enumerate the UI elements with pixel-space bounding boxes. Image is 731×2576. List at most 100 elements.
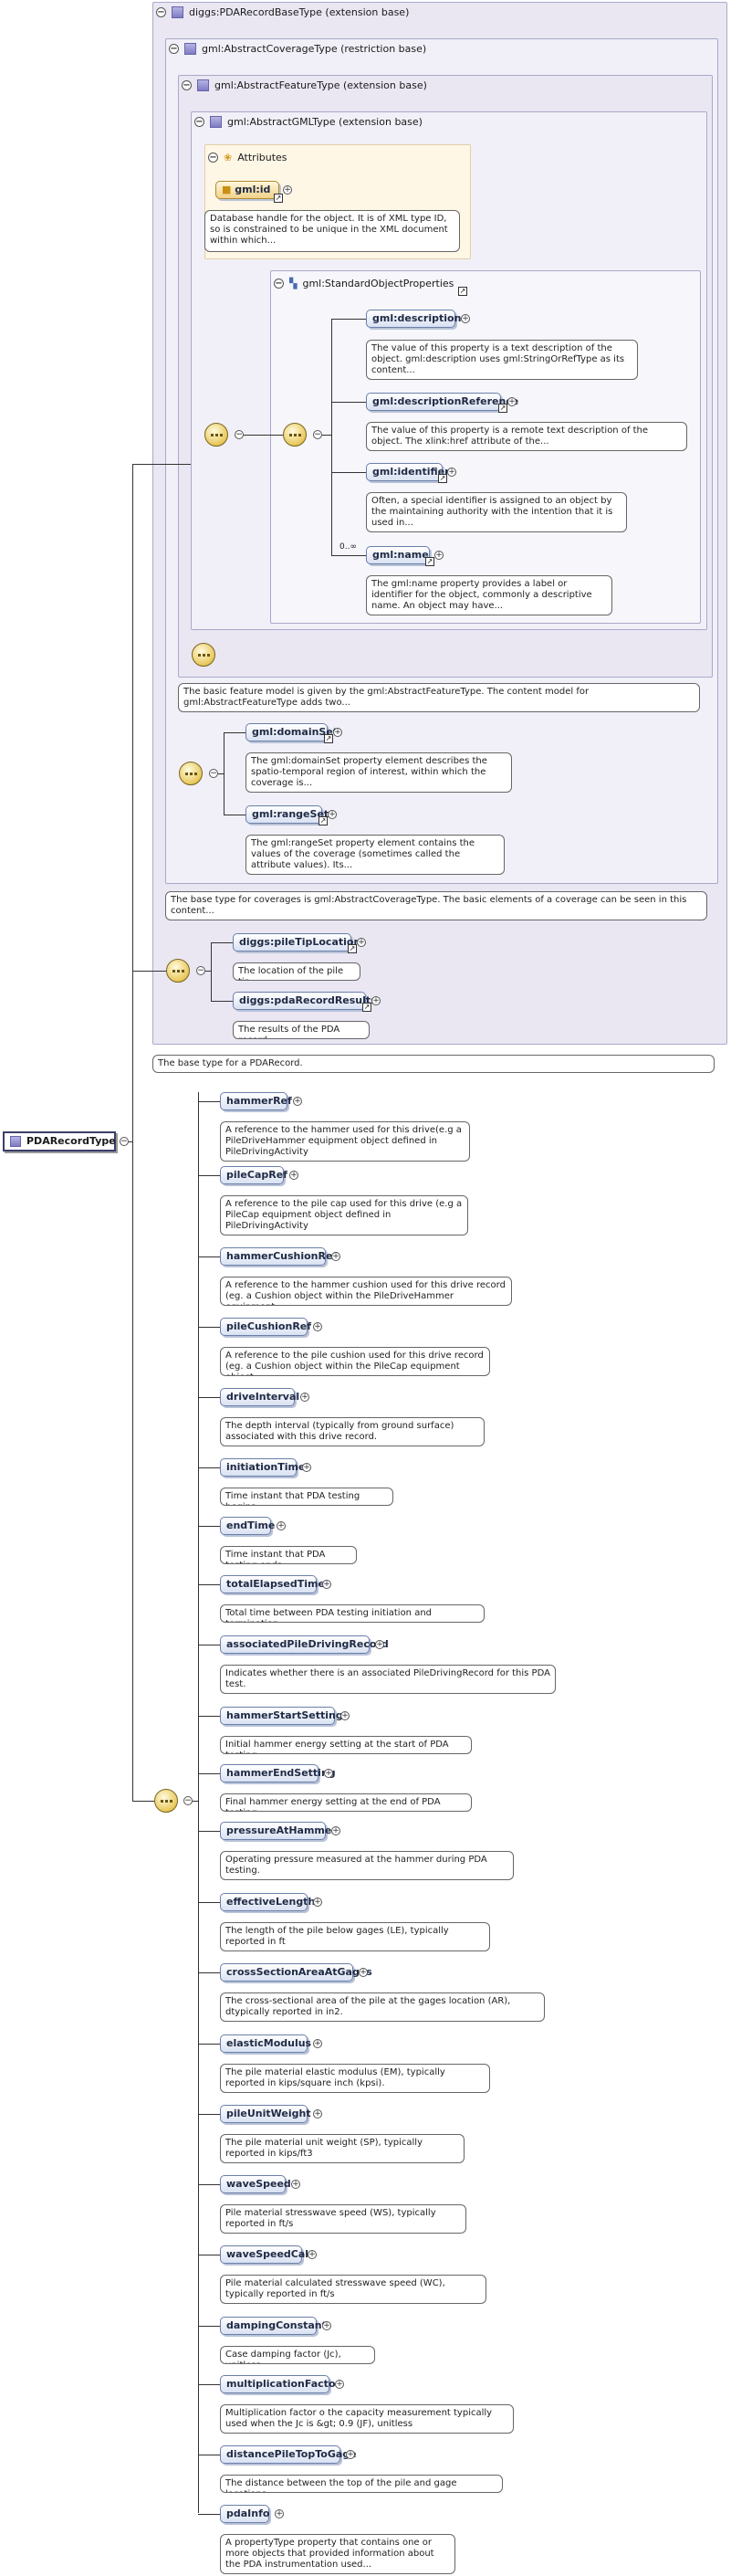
collapse-toggle[interactable]: − bbox=[182, 80, 192, 90]
expand-icon[interactable]: + bbox=[322, 1580, 331, 1589]
element-pile-cushion-ref[interactable]: pileCushionRef bbox=[220, 1318, 311, 1336]
expand-icon[interactable]: + bbox=[359, 1968, 368, 1977]
expand-icon[interactable]: + bbox=[346, 2450, 355, 2459]
group-title: gml:AbstractGMLType (extension base) bbox=[227, 116, 423, 128]
element-drive-interval[interactable]: driveInterval bbox=[220, 1388, 299, 1406]
expand-icon[interactable]: + bbox=[313, 1898, 322, 1907]
expand-icon[interactable]: + bbox=[340, 1711, 350, 1720]
expand-icon[interactable]: + bbox=[333, 728, 342, 737]
link-icon[interactable]: ↗ bbox=[319, 816, 328, 825]
element-associated-pile-driving-record[interactable]: associatedPileDrivingRecord bbox=[220, 1635, 389, 1654]
element-doc: The depth interval (typically from groun… bbox=[220, 1417, 485, 1446]
collapse-toggle[interactable]: − bbox=[156, 7, 166, 17]
expand-icon[interactable]: + bbox=[335, 2380, 344, 2389]
element-pile-unit-weight[interactable]: pileUnitWeight bbox=[220, 2105, 311, 2123]
element-cross-section-area-at-gages[interactable]: crossSectionAreaAtGages bbox=[220, 1963, 372, 1982]
link-icon[interactable]: ↗ bbox=[324, 734, 333, 743]
connector bbox=[331, 319, 366, 320]
link-icon[interactable]: ↗ bbox=[274, 194, 283, 203]
connector bbox=[211, 942, 212, 1001]
expand-icon[interactable]: + bbox=[322, 2321, 331, 2330]
expand-icon[interactable]: + bbox=[328, 810, 337, 819]
element-distance-pile-top-to-gage[interactable]: distancePileTopToGage bbox=[220, 2445, 357, 2464]
attribute-icon: ■ bbox=[222, 184, 232, 195]
expand-icon[interactable]: + bbox=[313, 2109, 322, 2119]
expand-icon[interactable]: + bbox=[277, 1521, 286, 1530]
element-gml-description-doc: The value of this property is a text des… bbox=[366, 340, 638, 380]
collapse-toggle[interactable]: − bbox=[274, 279, 284, 289]
collapse-toggle[interactable]: − bbox=[169, 44, 179, 54]
expand-icon[interactable]: + bbox=[434, 551, 444, 560]
root-type-pda-record-type[interactable]: PDARecordType bbox=[3, 1131, 116, 1151]
collapse-toggle[interactable]: − bbox=[313, 430, 322, 439]
element-hammer-cushion-ref[interactable]: hammerCushionRef bbox=[220, 1247, 337, 1266]
collapse-toggle[interactable]: − bbox=[120, 1137, 129, 1146]
element-wave-speed-calc[interactable]: waveSpeedCalc bbox=[220, 2245, 315, 2264]
expand-icon[interactable]: + bbox=[507, 397, 517, 406]
collapse-toggle[interactable]: − bbox=[208, 152, 218, 163]
element-end-time[interactable]: endTime bbox=[220, 1517, 275, 1535]
expand-icon[interactable]: + bbox=[324, 1769, 333, 1778]
expand-icon[interactable]: + bbox=[375, 1640, 384, 1649]
element-hammer-end-setting[interactable]: hammerEndSetting bbox=[220, 1764, 336, 1782]
expand-icon[interactable]: + bbox=[447, 468, 456, 477]
element-gml-range-set[interactable]: gml:rangeSet bbox=[245, 805, 329, 824]
element-doc: Initial hammer energy setting at the sta… bbox=[220, 1736, 472, 1754]
element-gml-description[interactable]: gml:description bbox=[366, 310, 461, 328]
element-elastic-modulus[interactable]: elasticModulus bbox=[220, 2035, 311, 2053]
element-pressure-at-hammer[interactable]: pressureAtHammer bbox=[220, 1822, 337, 1840]
element-initiation-time[interactable]: initiationTime bbox=[220, 1458, 305, 1477]
element-doc: The cross-sectional area of the pile at … bbox=[220, 1992, 545, 2022]
element-gml-domain-set[interactable]: gml:domainSet bbox=[245, 723, 338, 741]
element-doc: A reference to the hammer cushion used f… bbox=[220, 1277, 512, 1306]
element-hammer-ref[interactable]: hammerRef bbox=[220, 1092, 292, 1110]
element-wave-speed[interactable]: waveSpeed bbox=[220, 2175, 291, 2193]
element-gml-identifier[interactable]: gml:identifier bbox=[366, 463, 450, 481]
link-icon[interactable]: ↗ bbox=[438, 474, 447, 483]
expand-icon[interactable]: + bbox=[302, 1463, 311, 1472]
expand-icon[interactable]: + bbox=[293, 1097, 302, 1106]
element-damping-constant[interactable]: dampingConstant bbox=[220, 2317, 327, 2335]
expand-icon[interactable]: + bbox=[331, 1826, 340, 1835]
element-pile-cap-ref[interactable]: pileCapRef bbox=[220, 1166, 287, 1184]
connector bbox=[331, 472, 366, 473]
expand-icon[interactable]: + bbox=[313, 2039, 322, 2048]
element-multiplication-factor[interactable]: multiplicationFactor bbox=[220, 2375, 340, 2393]
expand-icon[interactable]: + bbox=[461, 314, 470, 323]
link-icon[interactable]: ↗ bbox=[348, 944, 357, 953]
element-gml-name[interactable]: gml:name bbox=[366, 546, 430, 564]
expand-icon[interactable]: + bbox=[300, 1393, 309, 1402]
expand-icon[interactable]: + bbox=[291, 2180, 300, 2189]
link-icon[interactable]: ↗ bbox=[362, 1003, 371, 1012]
collapse-toggle[interactable]: − bbox=[196, 966, 205, 975]
expand-icon[interactable]: + bbox=[283, 185, 292, 195]
expand-icon[interactable]: + bbox=[289, 1171, 298, 1180]
connector bbox=[198, 1467, 220, 1468]
expand-icon[interactable]: + bbox=[357, 938, 366, 947]
link-icon[interactable]: ↗ bbox=[498, 404, 507, 413]
group-title: diggs:PDARecordBaseType (extension base) bbox=[189, 6, 410, 18]
element-gml-description-reference[interactable]: gml:descriptionReference bbox=[366, 393, 518, 411]
connector bbox=[132, 464, 191, 465]
link-icon[interactable]: ↗ bbox=[425, 557, 434, 566]
connector bbox=[198, 2326, 220, 2327]
element-diggs-pile-tip-location[interactable]: diggs:pileTipLocation bbox=[233, 933, 360, 952]
expand-icon[interactable]: + bbox=[308, 2250, 317, 2259]
element-diggs-pda-record-results[interactable]: diggs:pdaRecordResults bbox=[233, 992, 377, 1010]
expand-icon[interactable]: + bbox=[371, 996, 381, 1005]
expand-icon[interactable]: + bbox=[313, 1322, 322, 1331]
collapse-toggle[interactable]: − bbox=[183, 1796, 193, 1805]
collapse-toggle[interactable]: − bbox=[209, 769, 218, 778]
element-hammer-start-setting[interactable]: hammerStartSetting bbox=[220, 1707, 343, 1725]
expand-icon[interactable]: + bbox=[331, 1252, 340, 1261]
link-icon[interactable]: ↗ bbox=[458, 287, 467, 296]
sequence-icon bbox=[154, 1789, 178, 1813]
attribute-gml-id[interactable]: ■ gml:id bbox=[215, 181, 279, 199]
collapse-toggle[interactable]: − bbox=[235, 430, 244, 439]
collapse-toggle[interactable]: − bbox=[194, 117, 204, 127]
expand-icon[interactable]: + bbox=[275, 2509, 284, 2518]
element-pda-info[interactable]: pdaInfo bbox=[220, 2505, 269, 2523]
standard-props-header: − ▚ gml:StandardObjectProperties bbox=[274, 278, 454, 289]
element-total-elapsed-time[interactable]: totalElapsedTime bbox=[220, 1575, 325, 1593]
element-effective-length[interactable]: effectiveLength bbox=[220, 1893, 315, 1911]
